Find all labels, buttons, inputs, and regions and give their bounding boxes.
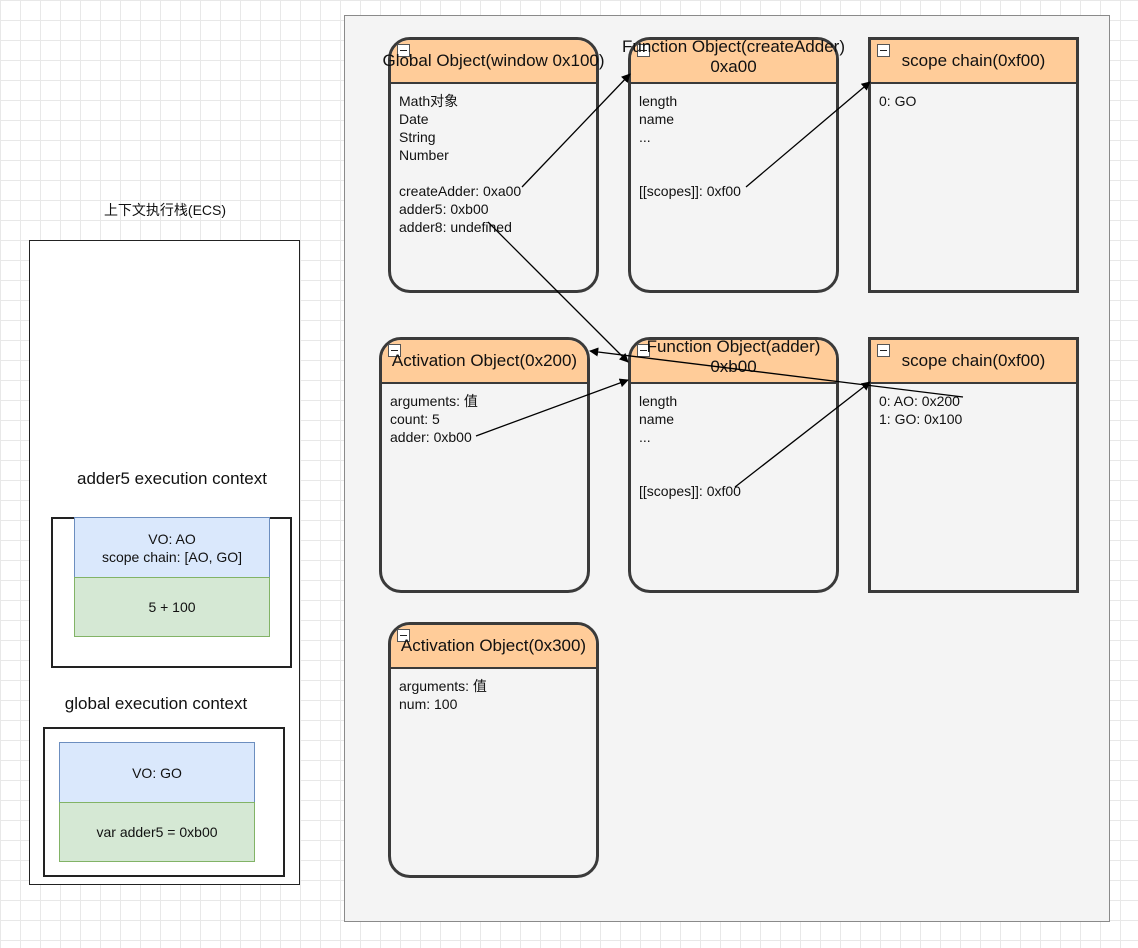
card-title: Function Object(createAdder) 0xa00 [622, 37, 845, 76]
card-line: [[scopes]]: 0xf00 [639, 483, 741, 499]
card-title: scope chain(0xf00) [901, 51, 1046, 70]
collapse-icon[interactable] [388, 344, 401, 357]
card-line [399, 164, 592, 182]
card-line: length [639, 393, 678, 409]
card-body: arguments: 值 num: 100 [399, 677, 592, 713]
collapse-icon[interactable] [397, 629, 410, 642]
card-header: scope chain(0xf00) [871, 40, 1076, 84]
global-vo-text: VO: GO [132, 764, 182, 781]
card-body: length name ... [[scopes]]: 0xf00 [639, 92, 832, 200]
card-title: Activation Object(0x200) [391, 351, 578, 370]
card-line: adder: 0xb00 [390, 429, 472, 445]
card-line: adder8: undefined [399, 219, 512, 235]
ecs-label: 上下文执行栈(ECS) [103, 202, 227, 218]
function-object-createadder-card: Function Object(createAdder) 0xa00 lengt… [622, 37, 845, 293]
card-line [639, 464, 832, 482]
card-header: scope chain(0xf00) [871, 340, 1076, 384]
adder5-vo-text: VO: AO [148, 530, 196, 547]
card-header: Function Object(createAdder) 0xa00 [622, 37, 845, 84]
adder5-context-title: adder5 execution context [77, 469, 267, 488]
global-context-title: global execution context [64, 694, 248, 713]
card-line: num: 100 [399, 696, 458, 712]
card-line: length [639, 93, 678, 109]
global-object-card: Global Object(window 0x100) Math对象 Date … [382, 37, 605, 293]
card-line: arguments: 值 [390, 393, 478, 409]
card-line: arguments: 值 [399, 678, 487, 694]
collapse-icon[interactable] [397, 44, 410, 57]
card-line: 1: GO: 0x100 [879, 411, 963, 427]
card-line: [[scopes]]: 0xf00 [639, 183, 741, 199]
card-line: String [399, 129, 436, 145]
card-line: Date [399, 111, 429, 127]
card-line: ... [639, 429, 651, 445]
card-body: length name ... [[scopes]]: 0xf00 [639, 392, 832, 500]
card-body: arguments: 值 count: 5 adder: 0xb00 [390, 392, 583, 446]
card-line: createAdder: 0xa00 [399, 183, 522, 199]
adder5-code-block: 5 + 100 [74, 577, 270, 637]
global-code-text: var adder5 = 0xb00 [96, 824, 218, 840]
collapse-icon[interactable] [637, 44, 650, 57]
card-title: Global Object(window 0x100) [382, 51, 605, 70]
card-body: Math对象 Date String Number createAdder: 0… [399, 92, 592, 236]
function-object-adder-card: Function Object(adder) 0xb00 length name… [628, 337, 839, 593]
card-line [639, 164, 832, 182]
card-header: Function Object(adder) 0xb00 [631, 337, 836, 384]
card-header: Global Object(window 0x100) [382, 40, 605, 84]
global-vo-block: VO: GO [59, 742, 255, 803]
adder5-code-text: 5 + 100 [148, 599, 196, 615]
adder5-vo-block: VO: AO scope chain: [AO, GO] [74, 517, 270, 578]
card-line: count: 5 [390, 411, 440, 427]
card-title: Activation Object(0x300) [400, 636, 587, 655]
card-body: 0: GO [879, 92, 1072, 110]
card-body: 0: AO: 0x200 1: GO: 0x100 [879, 392, 1072, 428]
card-header: Activation Object(0x300) [391, 625, 596, 669]
card-line: 0: AO: 0x200 [879, 393, 960, 409]
activation-object-300-card: Activation Object(0x300) arguments: 值 nu… [388, 622, 599, 878]
card-line: Math对象 [399, 93, 459, 109]
scope-chain-2-card: scope chain(0xf00) 0: AO: 0x200 1: GO: 0… [868, 337, 1079, 593]
card-header: Activation Object(0x200) [382, 340, 587, 384]
card-line: Number [399, 147, 449, 163]
card-line [639, 146, 832, 164]
global-code-block: var adder5 = 0xb00 [59, 802, 255, 862]
scope-chain-1-card: scope chain(0xf00) 0: GO [868, 37, 1079, 293]
collapse-icon[interactable] [877, 44, 890, 57]
card-line: name [639, 411, 675, 427]
card-line: name [639, 111, 675, 127]
adder5-scope-text: scope chain: [AO, GO] [101, 548, 243, 565]
card-line: 0: GO [879, 93, 917, 109]
card-title: scope chain(0xf00) [901, 351, 1046, 370]
card-line: ... [639, 129, 651, 145]
card-line: adder5: 0xb00 [399, 201, 489, 217]
card-line [639, 446, 832, 464]
activation-object-200-card: Activation Object(0x200) arguments: 值 co… [379, 337, 590, 593]
